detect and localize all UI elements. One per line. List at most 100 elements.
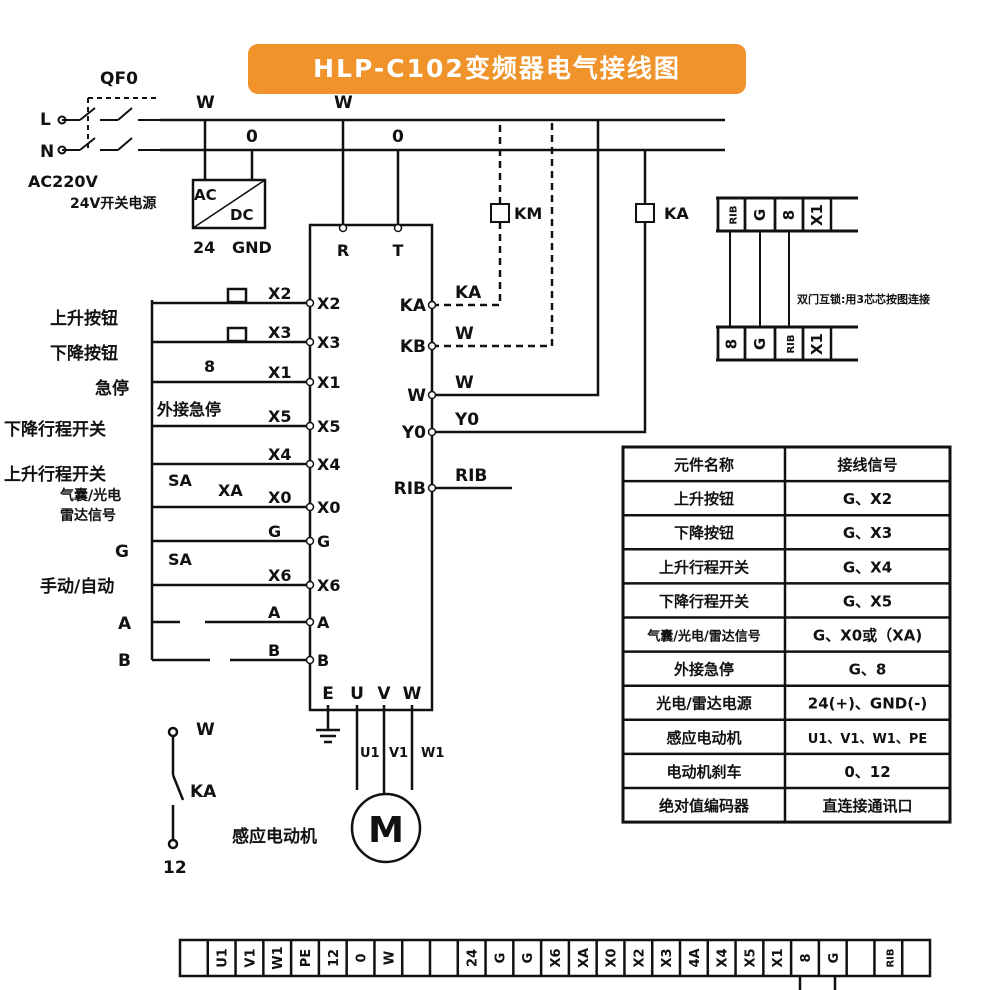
table-cell: G、X2 <box>843 490 892 508</box>
table-header: 接线信号 <box>837 456 897 474</box>
strip-terminal: X4 <box>716 948 731 967</box>
sa-label: SA <box>168 471 193 490</box>
strip-terminal: W <box>382 951 397 965</box>
inverter-terminal: X5 <box>317 417 340 436</box>
w-label: W <box>196 93 215 113</box>
estop-8-label: 8 <box>204 357 215 376</box>
table-cell: G、8 <box>849 661 887 679</box>
inverter-terminal: B <box>317 651 329 670</box>
table-cell: 感应电动机 <box>666 729 741 747</box>
line-n-label: N <box>40 142 54 162</box>
wire-label: X2 <box>268 284 291 303</box>
interlock-cell: G <box>751 338 769 350</box>
terminal-dot <box>305 298 315 308</box>
inverter-bottom-terminal: E <box>322 684 334 704</box>
input-label: 上升按钮 <box>50 308 118 329</box>
zero-label: 0 <box>392 127 404 147</box>
interlock-cell: X1 <box>808 204 826 226</box>
motor <box>350 705 422 864</box>
terminal-dot <box>305 536 315 546</box>
interlock-cell: RIB <box>786 334 797 353</box>
wire-label: X4 <box>268 445 291 464</box>
line-l-label: L <box>40 110 51 130</box>
wire-label: X0 <box>268 488 291 507</box>
terminal-dot <box>305 655 315 665</box>
terminal-dot <box>427 300 437 310</box>
strip-terminal: X3 <box>660 948 675 967</box>
input-label: 气囊/光电 <box>59 487 121 504</box>
wire-label: Y0 <box>454 410 479 430</box>
w-label: W <box>334 93 353 113</box>
inverter-terminal: KA <box>400 296 427 316</box>
table-cell: 光电/雷达电源 <box>655 695 751 713</box>
table-cell: 绝对值编码器 <box>659 797 750 815</box>
input-label: A <box>118 614 132 634</box>
strip-terminal: X1 <box>771 948 786 967</box>
terminal-dot <box>427 390 437 400</box>
wire-label: W <box>455 373 474 393</box>
inverter-terminal: X4 <box>317 455 340 474</box>
inverter-terminal: X0 <box>317 498 340 517</box>
inverter-terminal: X6 <box>317 576 340 595</box>
interlock-cell: X1 <box>808 333 826 355</box>
inverter-terminal: KB <box>400 337 426 357</box>
strip-terminal: XA <box>577 948 592 968</box>
terminal-dot <box>305 421 315 431</box>
strip-terminal: G <box>521 953 536 964</box>
table-cell: 直连接通讯口 <box>822 797 912 815</box>
table-cell: 上升按钮 <box>674 490 734 508</box>
psu-24-label: 24 <box>193 238 215 257</box>
wire-label: RIB <box>455 466 487 486</box>
strip-terminal: X6 <box>549 948 564 967</box>
pushbutton-icon <box>226 326 248 343</box>
inverter-bottom-terminal: W <box>403 684 422 704</box>
input-label: 下降行程开关 <box>4 419 106 440</box>
inverter-terminal: W <box>407 386 426 406</box>
input-label: 上升行程开关 <box>4 464 106 485</box>
terminal-dot <box>305 580 315 590</box>
table-cell: 0、12 <box>844 763 890 781</box>
brake-ka-label: KA <box>190 782 217 802</box>
inverter-terminal: Y0 <box>401 423 426 443</box>
strip-terminal: V1 <box>243 948 258 967</box>
psu-label: 24V开关电源 <box>70 195 156 212</box>
psu-box <box>191 178 267 230</box>
motor-u1-label: U1 <box>360 746 380 761</box>
breaker-qf0 <box>57 97 160 155</box>
terminal-dot <box>305 377 315 387</box>
interlock-cell: G <box>751 209 769 221</box>
terminal-dot <box>305 502 315 512</box>
input-label: 下降按钮 <box>50 343 118 364</box>
zero-label: 0 <box>246 127 258 147</box>
inverter-terminal: X2 <box>317 294 340 313</box>
wire-label: W <box>455 324 474 344</box>
terminal-dot <box>305 617 315 627</box>
strip-terminal: 8 <box>799 953 814 962</box>
motor-v1-label: V1 <box>389 746 408 761</box>
ka-coil <box>635 203 655 223</box>
table-cell: 电动机刹车 <box>666 763 741 781</box>
strip-terminal: X2 <box>632 948 647 967</box>
table-cell: 气囊/光电/雷达信号 <box>647 629 761 645</box>
strip-terminal: U1 <box>216 948 231 968</box>
motor-label: 感应电动机 <box>232 826 317 847</box>
inverter-terminal: X1 <box>317 373 340 392</box>
psu-gnd-label: GND <box>232 238 272 257</box>
table-cell: G、X5 <box>843 592 892 610</box>
inverter-bottom-terminal: V <box>377 684 391 704</box>
strip-terminal: 24 <box>466 949 481 967</box>
ka-coil-label: KA <box>664 204 689 223</box>
brake-w-label: W <box>196 720 215 740</box>
strip-terminal: G <box>493 953 508 964</box>
psu-ac-label: AC <box>194 186 217 204</box>
strip-terminal: W1 <box>271 946 286 969</box>
terminal-dot <box>338 223 348 233</box>
strip-terminal: PE <box>299 949 314 967</box>
interlock-cell: 8 <box>723 339 741 349</box>
table-cell: G、X0或（XA) <box>813 627 922 645</box>
inverter-terminal: RIB <box>394 479 426 499</box>
table-cell: U1、V1、W1、PE <box>808 732 928 747</box>
terminal-dot <box>427 427 437 437</box>
table-cell: G、X3 <box>843 524 892 542</box>
